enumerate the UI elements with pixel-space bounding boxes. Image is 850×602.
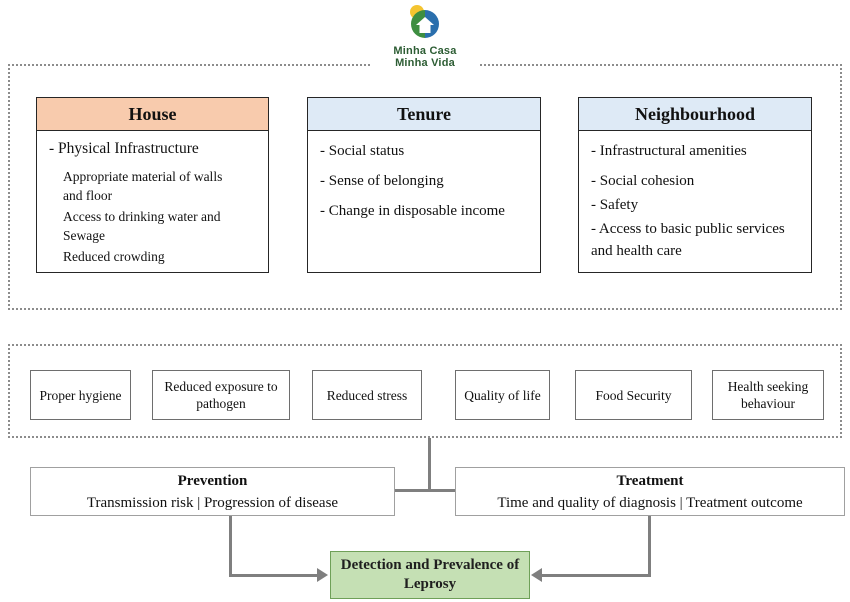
tenure-item: - Change in disposable income	[320, 203, 505, 219]
mediator-reduced-exposure: Reduced exposure to pathogen	[152, 370, 290, 420]
mediator-health-seeking: Health seeking behaviour	[712, 370, 824, 420]
prevention-arrow-horizontal	[229, 574, 318, 577]
house-sub-item: Access to drinking water and Sewage	[63, 209, 221, 243]
mediators-group-box	[8, 344, 842, 438]
mediator-reduced-stress: Reduced stress	[312, 370, 422, 420]
treatment-title: Treatment	[616, 473, 684, 489]
connector-horizontal-line	[395, 489, 455, 492]
tenure-card-body: - Social status - Sense of belonging - C…	[308, 131, 540, 222]
final-outcome-box: Detection and Prevalence of Leprosy	[330, 551, 530, 599]
treatment-arrowhead-icon	[531, 568, 542, 582]
neighbourhood-item: - Social cohesion	[591, 173, 695, 189]
mediator-quality-of-life: Quality of life	[455, 370, 550, 420]
neighbourhood-item: - Safety	[591, 197, 639, 213]
tenure-item: - Social status	[320, 143, 405, 159]
house-card-body: - Physical Infrastructure Appropriate ma…	[37, 131, 268, 266]
prevention-box: Prevention Transmission risk | Progressi…	[30, 467, 395, 516]
prevention-detail: Transmission risk | Progression of disea…	[86, 495, 339, 511]
neighbourhood-item: - Access to basic public services and he…	[591, 221, 785, 259]
logo-text-line1: Minha Casa	[393, 45, 457, 57]
treatment-box: Treatment Time and quality of diagnosis …	[455, 467, 845, 516]
minha-casa-minha-vida-logo: Minha Casa Minha Vida	[370, 4, 480, 71]
neighbourhood-card-title: Neighbourhood	[579, 98, 811, 131]
treatment-detail: Time and quality of diagnosis | Treatmen…	[497, 495, 803, 511]
house-card-title: House	[37, 98, 268, 131]
house-main-item: - Physical Infrastructure	[49, 140, 199, 157]
neighbourhood-item: - Infrastructural amenities	[591, 143, 747, 159]
house-sub-items: Appropriate material of walls and floor …	[49, 167, 241, 266]
tenure-card: Tenure - Social status - Sense of belong…	[307, 97, 541, 273]
connector-vertical-line	[428, 438, 431, 491]
prevention-arrow-vertical	[229, 516, 232, 577]
tenure-card-title: Tenure	[308, 98, 540, 131]
mediator-proper-hygiene: Proper hygiene	[30, 370, 131, 420]
prevention-title: Prevention	[177, 473, 248, 489]
house-card: House - Physical Infrastructure Appropri…	[36, 97, 269, 273]
treatment-arrow-vertical	[648, 516, 651, 577]
neighbourhood-card-body: - Infrastructural amenities - Social coh…	[579, 131, 811, 262]
tenure-item: - Sense of belonging	[320, 173, 444, 189]
mediator-food-security: Food Security	[575, 370, 692, 420]
treatment-arrow-horizontal	[542, 574, 651, 577]
house-program-logo-icon	[410, 5, 439, 38]
logo-text-line2: Minha Vida	[395, 57, 455, 69]
neighbourhood-card: Neighbourhood - Infrastructural amenitie…	[578, 97, 812, 273]
house-sub-item: Appropriate material of walls and floor	[63, 169, 223, 203]
house-sub-item: Reduced crowding	[63, 249, 165, 264]
prevention-arrowhead-icon	[317, 568, 328, 582]
